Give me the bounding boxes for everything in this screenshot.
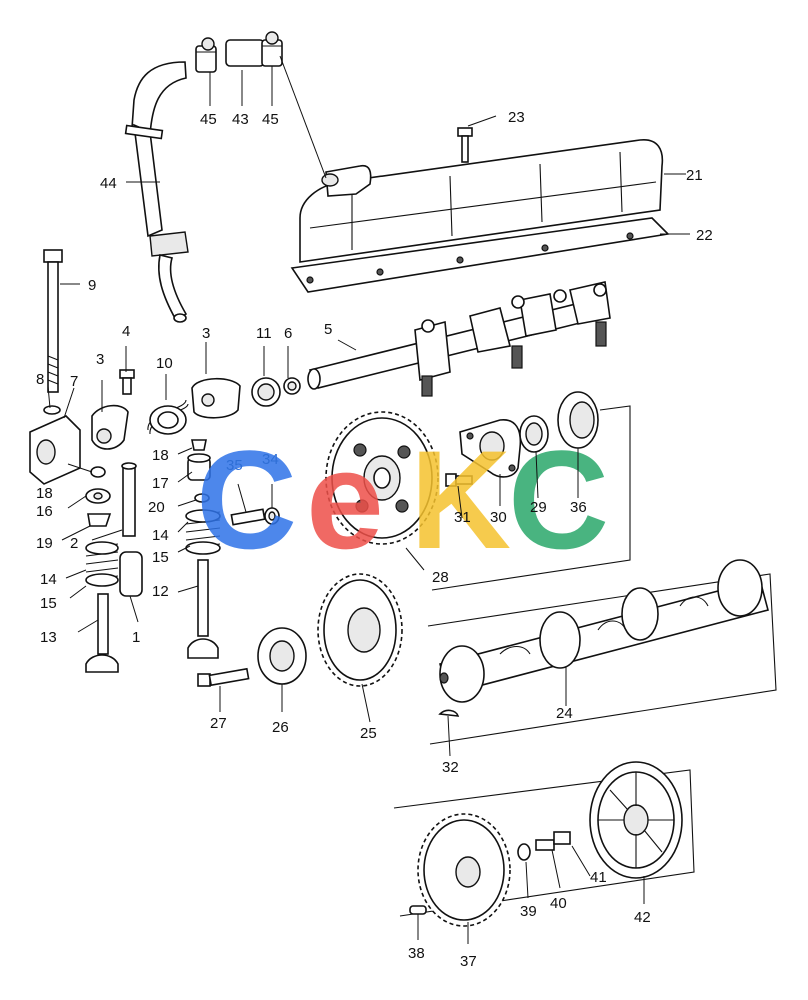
callout-13: 13 <box>40 629 57 646</box>
callout-2: 2 <box>70 535 78 552</box>
callout-29: 29 <box>530 499 547 516</box>
watermark-letter: K <box>410 421 511 578</box>
callout-3a: 3 <box>96 351 104 368</box>
callout-8: 8 <box>36 371 44 388</box>
adjusting-screw <box>119 369 135 395</box>
rocker-spring <box>147 399 189 435</box>
thrust-ring <box>557 391 599 449</box>
watermark-letter: C <box>196 421 297 578</box>
callout-14b: 14 <box>152 527 169 544</box>
idler-cover-plate <box>459 419 522 478</box>
head-bolt <box>43 249 63 393</box>
crankshaft-gear <box>417 813 511 927</box>
valve-train-right <box>185 439 221 659</box>
rocker-arm-left <box>91 404 129 450</box>
callout-21: 21 <box>686 167 703 184</box>
rocker-shaft-assembly <box>307 281 611 397</box>
rocker-arm-right <box>191 377 241 419</box>
camshaft <box>439 559 769 703</box>
callout-40: 40 <box>550 895 567 912</box>
callout-27: 27 <box>210 715 227 732</box>
callout-37: 37 <box>460 953 477 970</box>
callout-5: 5 <box>324 321 332 338</box>
woodruff-key <box>438 709 460 717</box>
rocker-pedestal <box>29 405 81 485</box>
cam-gear <box>317 573 403 687</box>
callout-20: 20 <box>148 499 165 516</box>
callout-18a: 18 <box>36 485 53 502</box>
cover-bolt <box>457 127 473 163</box>
callout-42: 42 <box>634 909 651 926</box>
callout-31: 31 <box>454 509 471 526</box>
callout-14a: 14 <box>40 571 57 588</box>
callout-45b: 45 <box>262 111 279 128</box>
callout-34: 34 <box>262 451 279 468</box>
gear-spacer <box>257 627 307 685</box>
callout-24: 24 <box>556 705 573 722</box>
callout-22: 22 <box>696 227 713 244</box>
shaft-bushing <box>251 377 301 407</box>
callout-25: 25 <box>360 725 377 742</box>
rocker-cover <box>290 139 670 293</box>
crankshaft-pulley <box>589 761 683 879</box>
oil-seal <box>519 415 549 453</box>
callout-11: 11 <box>256 325 272 342</box>
callout-23: 23 <box>508 109 525 126</box>
callout-39: 39 <box>520 903 537 920</box>
callout-10: 10 <box>156 355 173 372</box>
callout-15a: 15 <box>40 595 57 612</box>
callout-38: 38 <box>408 945 425 962</box>
callout-1: 1 <box>132 629 140 646</box>
callout-15b: 15 <box>152 549 169 566</box>
callout-17: 17 <box>152 475 169 492</box>
watermark-letter: C <box>508 421 609 578</box>
callout-12: 12 <box>152 583 169 600</box>
gear-bolt <box>197 667 250 687</box>
callout-30: 30 <box>490 509 507 526</box>
callout-3b: 3 <box>202 325 210 342</box>
plate-bolt <box>445 473 473 487</box>
callout-28: 28 <box>432 569 449 586</box>
callout-43: 43 <box>232 111 249 128</box>
callout-45a: 45 <box>200 111 217 128</box>
idler-gear <box>325 411 439 545</box>
callout-4: 4 <box>122 323 130 340</box>
callout-44: 44 <box>100 175 117 192</box>
leader-lines <box>47 55 690 944</box>
callout-16: 16 <box>36 503 53 520</box>
watermark: C e K C <box>196 421 609 578</box>
valve-train-left <box>85 462 143 673</box>
watermark-letter: e <box>306 421 384 578</box>
callout-32: 32 <box>442 759 459 776</box>
callout-36: 36 <box>570 499 587 516</box>
callout-19: 19 <box>36 535 53 552</box>
callout-18b: 18 <box>152 447 169 464</box>
callouts: 1 2 3 3 4 5 6 7 8 9 10 11 12 13 14 14 15… <box>36 109 713 970</box>
callout-41: 41 <box>590 869 607 886</box>
cover-bolt-holes <box>306 232 634 284</box>
washer-bolt <box>517 831 571 861</box>
callout-35: 35 <box>226 457 243 474</box>
callout-9: 9 <box>88 277 96 294</box>
dowel-pin <box>409 905 427 915</box>
idler-stud <box>230 507 280 526</box>
callout-26: 26 <box>272 719 289 736</box>
callout-7: 7 <box>70 373 78 390</box>
breather-hose-assembly <box>124 31 283 323</box>
callout-6: 6 <box>284 325 292 342</box>
